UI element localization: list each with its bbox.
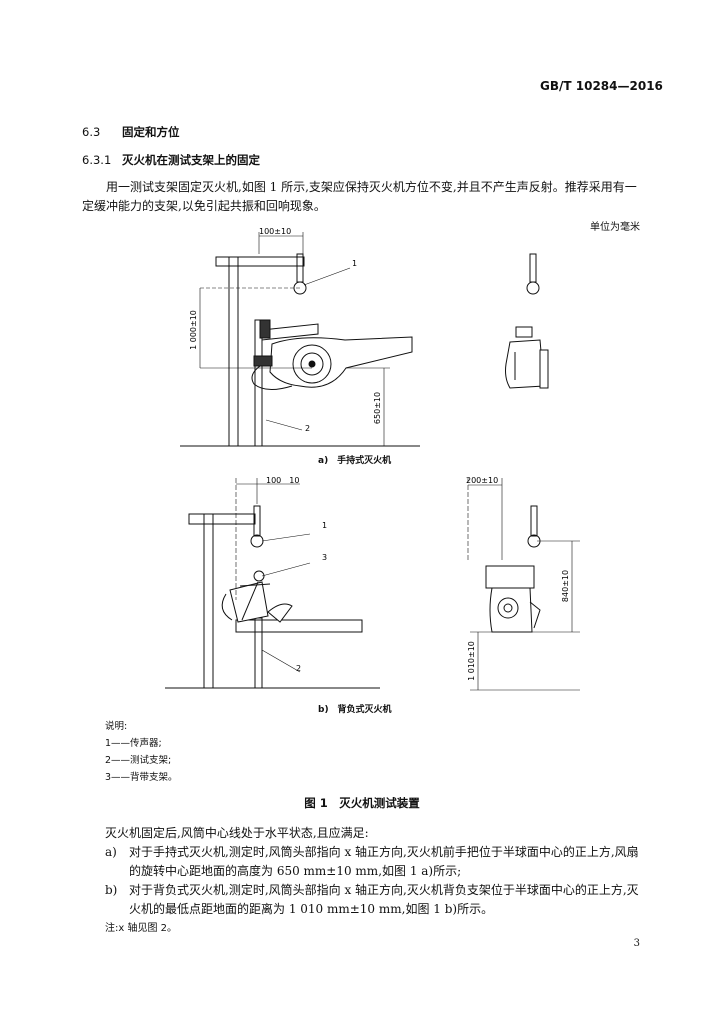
body-text: 灭火机固定后,风筒中心线处于水平状态,且应满足: <box>105 826 369 840</box>
standard-number: GB/T 10284—2016 <box>540 79 663 93</box>
dim-a-vertical: 1 000±10 <box>189 310 198 350</box>
list-text: 对于手持式灭火机,测定时,风筒头部指向 x 轴正方向,灭火机前手把位于半球面中心… <box>129 845 639 878</box>
dim-b-right-vertical: 840±10 <box>561 570 570 602</box>
handheld-extinguisher <box>251 319 413 390</box>
legend-item: 3——背带支架。 <box>105 772 178 783</box>
subsection-number: 6.3.1 <box>82 153 112 167</box>
callout-a-1: 1 <box>352 259 357 268</box>
stand-a <box>180 256 420 447</box>
subsection-heading: 6.3.1 灭火机在测试支架上的固定 <box>82 152 260 168</box>
dim-a-height: 650±10 <box>373 392 382 424</box>
side-view-b <box>485 505 541 633</box>
list-label: b) <box>105 883 118 897</box>
callout-b-2: 2 <box>296 664 301 673</box>
callout-a-2: 2 <box>305 424 310 433</box>
list-label: a) <box>105 845 117 859</box>
callout-b-3: 3 <box>322 553 327 562</box>
dim-b-right-height: 1 010±10 <box>467 641 476 681</box>
figure-title: 图 1 灭火机测试装置 <box>304 796 420 810</box>
legend-heading: 说明: <box>105 721 128 732</box>
callout-b-1: 1 <box>322 521 327 530</box>
note: 注:x 轴见图 2。 <box>105 923 178 934</box>
caption-b: b) 背负式灭火机 <box>318 705 392 715</box>
dimensions-a <box>199 232 390 446</box>
backpack-extinguisher <box>221 570 293 623</box>
section-heading: 6.3 固定和方位 <box>82 124 180 140</box>
dim-b-top: 100 10 <box>266 476 299 485</box>
legend-item: 2——测试支架; <box>105 755 172 766</box>
section-title: 固定和方位 <box>122 125 180 139</box>
side-view-a <box>505 253 549 389</box>
caption-a: a) 手持式灭火机 <box>318 456 392 466</box>
unit-note: 单位为毫米 <box>590 222 640 233</box>
legend-item: 1——传声器; <box>105 738 162 749</box>
intro-paragraph: 用一测试支架固定灭火机,如图 1 所示,支架应保持灭火机方位不变,并且不产生声反… <box>82 180 637 213</box>
list-text: 对于背负式灭火机,测定时,风筒头部指向 x 轴正方向,灭火机背负支架位于半球面中… <box>129 883 639 916</box>
list-item: a) 对于手持式灭火机,测定时,风筒头部指向 x 轴正方向,灭火机前手把位于半球… <box>105 843 645 881</box>
subsection-title: 灭火机在测试支架上的固定 <box>122 153 260 167</box>
dim-a-top: 100±10 <box>259 227 291 236</box>
page-number: 3 <box>633 938 640 949</box>
microphone-b <box>250 505 264 548</box>
stand-b <box>165 513 380 689</box>
list-item: b) 对于背负式灭火机,测定时,风筒头部指向 x 轴正方向,灭火机背负支架位于半… <box>105 881 645 919</box>
section-number: 6.3 <box>82 125 101 139</box>
dimensions-b-side <box>467 478 580 691</box>
dimensions-b <box>235 478 311 673</box>
dim-b-right-top: 200±10 <box>466 476 498 485</box>
